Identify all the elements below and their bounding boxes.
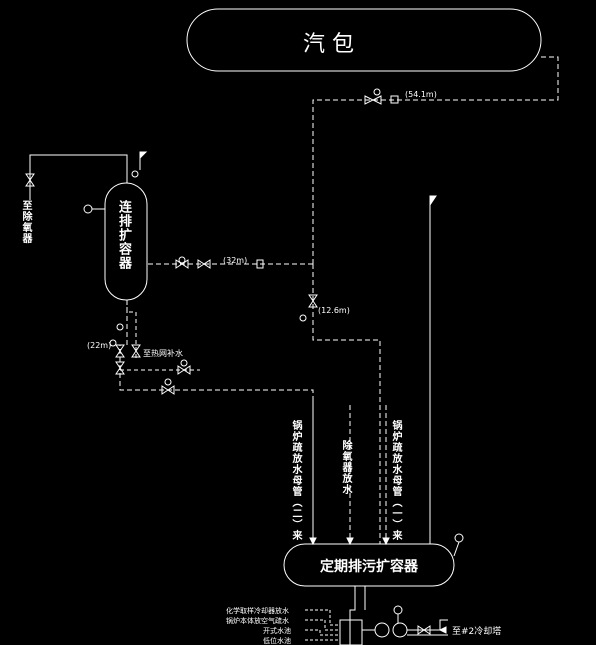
elevation-32: (32m) xyxy=(223,256,248,265)
boiler-drain-1-label: 锅炉疏放水母管（一）来 xyxy=(390,420,401,541)
input-3: 开式水池 xyxy=(263,627,291,635)
deaerator-drain-label: 除氧器放水 xyxy=(340,440,351,495)
input-1: 化学取样冷却器放水 xyxy=(226,607,289,615)
to-deaerator-label: 至除氧器 xyxy=(20,200,31,244)
drum-label: 汽 包 xyxy=(303,32,354,57)
periodic-blowdown-label: 定期排污扩容器 xyxy=(320,559,418,575)
cont-blowdown-vessel xyxy=(104,182,148,301)
valve-top xyxy=(364,88,382,105)
elevation-12: (12.6m) xyxy=(318,306,350,315)
elevation-22: (22m) xyxy=(87,341,112,350)
input-4: 低位水池 xyxy=(263,637,291,645)
boiler-drain-2-label: 锅炉疏放水母管（二）来 xyxy=(290,420,301,541)
input-2: 锅炉本体放空气疏水 xyxy=(226,617,289,625)
periodic-blowdown-vessel xyxy=(283,543,455,587)
to-drain-label: 至热网补水 xyxy=(143,349,183,358)
drum-vessel xyxy=(186,8,542,72)
cont-blowdown-label: 连排扩容器 xyxy=(116,200,131,270)
elevation-54: (54.1m) xyxy=(405,90,437,99)
drum-blowdown-pipe xyxy=(147,56,559,544)
to-cooling-label: 至#2冷却塔 xyxy=(452,627,502,637)
